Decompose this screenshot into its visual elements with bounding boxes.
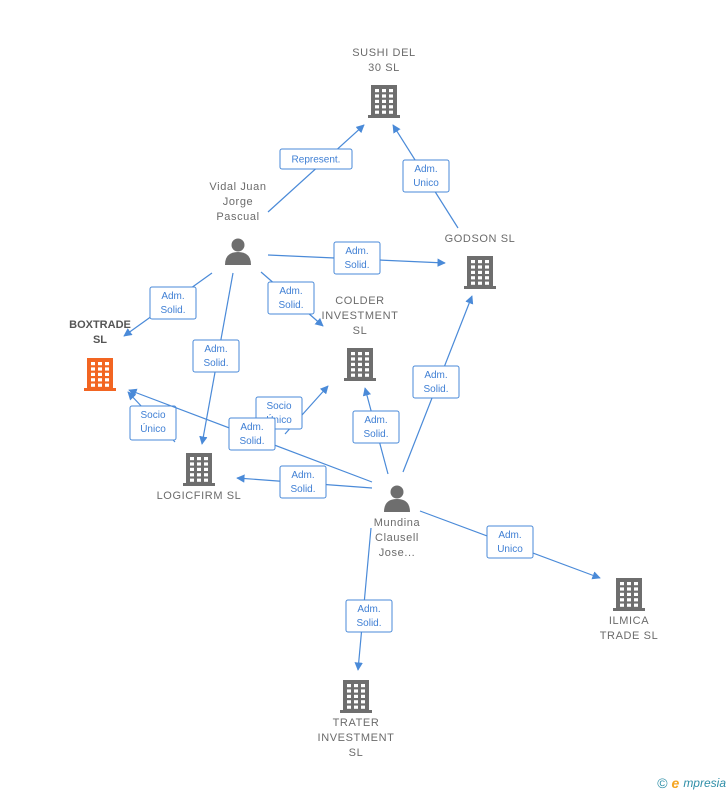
node-label: COLDER <box>335 295 384 307</box>
node-label: SL <box>353 325 368 337</box>
edge-label-text: Unico <box>413 178 439 189</box>
edge-label-text: Adm. <box>364 415 387 426</box>
edge-label-text: Adm. <box>424 370 447 381</box>
node-label: SL <box>349 747 364 759</box>
building-icon <box>183 453 215 486</box>
node-trater[interactable]: TRATER INVESTMENT SL <box>318 680 395 759</box>
edge-label-text: Adm. <box>498 530 521 541</box>
edge-label-box <box>412 365 460 399</box>
edge-label-text: Adm. <box>279 286 302 297</box>
edge-mundina-to-logicfirm: Adm. Solid. <box>236 465 373 499</box>
node-label: ILMICA <box>609 615 649 627</box>
node-sushi[interactable]: SUSHI DEL 30 SL <box>352 47 415 118</box>
edge-label-text: Adm. <box>291 470 314 481</box>
edge-label-box <box>192 339 240 373</box>
edge-label-text: Socio <box>266 401 291 412</box>
edge-vidal-to-colder: Adm. Solid. <box>260 271 324 327</box>
building-icon <box>464 256 496 289</box>
building-icon <box>344 348 376 381</box>
edge-label-text: Solid. <box>363 429 388 440</box>
node-label: GODSON SL <box>445 233 516 245</box>
edge-mundina-to-trater: Adm. Solid. <box>345 527 393 671</box>
edge-label-text: Adm. <box>204 344 227 355</box>
building-icon <box>84 358 116 391</box>
edge-label-box <box>333 241 381 275</box>
node-label: LOGICFIRM SL <box>157 490 242 502</box>
edge-label-text: Adm. <box>240 422 263 433</box>
node-label: Mundina <box>374 517 421 529</box>
edge-vidal-to-godson: Adm. Solid. <box>267 241 446 275</box>
edge-label-text: Adm. <box>357 604 380 615</box>
edge-label-box <box>486 525 534 559</box>
edge-label-text: Represent. <box>292 155 341 166</box>
edge-label-text: Solid. <box>239 436 264 447</box>
edge-vidal-to-logicfirm: Adm. Solid. <box>192 272 240 445</box>
edge-label-text: Solid. <box>203 358 228 369</box>
edge-label-box <box>267 281 315 315</box>
building-icon <box>340 680 372 713</box>
edge-mundina-to-boxtrade: Adm. Solid. <box>128 388 373 483</box>
building-icon <box>613 578 645 611</box>
node-label: BOXTRADE <box>69 319 131 331</box>
person-icon <box>225 238 251 265</box>
edge-vidal-to-sushi: Represent. <box>267 124 365 213</box>
edge-godson-to-sushi: Adm. Unico <box>392 124 459 229</box>
edge-label-box <box>129 405 177 441</box>
node-label: Vidal Juan <box>209 181 266 193</box>
node-label: Pascual <box>216 211 259 223</box>
edge-label-text: Solid. <box>278 300 303 311</box>
edge-label-text: Adm. <box>345 246 368 257</box>
edge-label-box <box>352 410 400 444</box>
node-godson[interactable]: GODSON SL <box>445 233 516 289</box>
node-label: Jose... <box>379 547 416 559</box>
edge-mundina-to-godson: Adm. Solid. <box>402 295 474 473</box>
node-label: SL <box>93 334 107 346</box>
brand-name: mpresia <box>683 776 726 790</box>
node-colder[interactable]: COLDER INVESTMENT SL <box>322 295 399 381</box>
node-label: SUSHI DEL <box>352 47 415 59</box>
edge-label-text: Solid. <box>290 484 315 495</box>
edge-label-box <box>402 159 450 193</box>
edge-label-text: Solid. <box>344 260 369 271</box>
edge-label-text: Solid. <box>423 384 448 395</box>
node-label: INVESTMENT <box>318 732 395 744</box>
edge-line <box>354 527 372 671</box>
edge-label-text: Solid. <box>160 305 185 316</box>
node-label: INVESTMENT <box>322 310 399 322</box>
edge-label-text: Solid. <box>356 618 381 629</box>
edge-label-text: Unico <box>497 544 523 555</box>
copyright-icon: © <box>657 775 668 791</box>
node-ilmica[interactable]: ILMICA TRADE SL <box>600 578 659 642</box>
edge-label-text: Único <box>140 422 166 435</box>
edge-label-text: Socio <box>140 410 165 421</box>
edge-label-text: Adm. <box>414 164 437 175</box>
node-boxtrade[interactable]: BOXTRADE SL <box>69 319 131 391</box>
edge-label-box <box>149 286 197 320</box>
node-label: Clausell <box>375 532 419 544</box>
edge-vidal-to-boxtrade: Adm. Solid. <box>123 272 213 337</box>
node-label: TRATER <box>333 717 380 729</box>
node-label: Jorge <box>223 196 254 208</box>
edge-label-text: Adm. <box>161 291 184 302</box>
node-mundina[interactable]: MundinaClausellJose... <box>374 485 421 560</box>
node-logicfirm[interactable]: LOGICFIRM SL <box>157 453 242 502</box>
edge-mundina-to-colder: Adm. Solid. <box>352 387 400 475</box>
edge-mundina-to-ilmica: Adm. Unico <box>419 510 601 580</box>
brand-logo-initial: e <box>671 775 680 791</box>
edge-label-box <box>279 148 353 170</box>
building-icon <box>368 85 400 118</box>
node-label: 30 SL <box>368 62 400 74</box>
edge-label-box <box>279 465 327 499</box>
node-label: TRADE SL <box>600 630 659 642</box>
person-icon <box>384 485 410 512</box>
edge-label-box <box>345 599 393 633</box>
edge-label-box <box>228 417 276 451</box>
